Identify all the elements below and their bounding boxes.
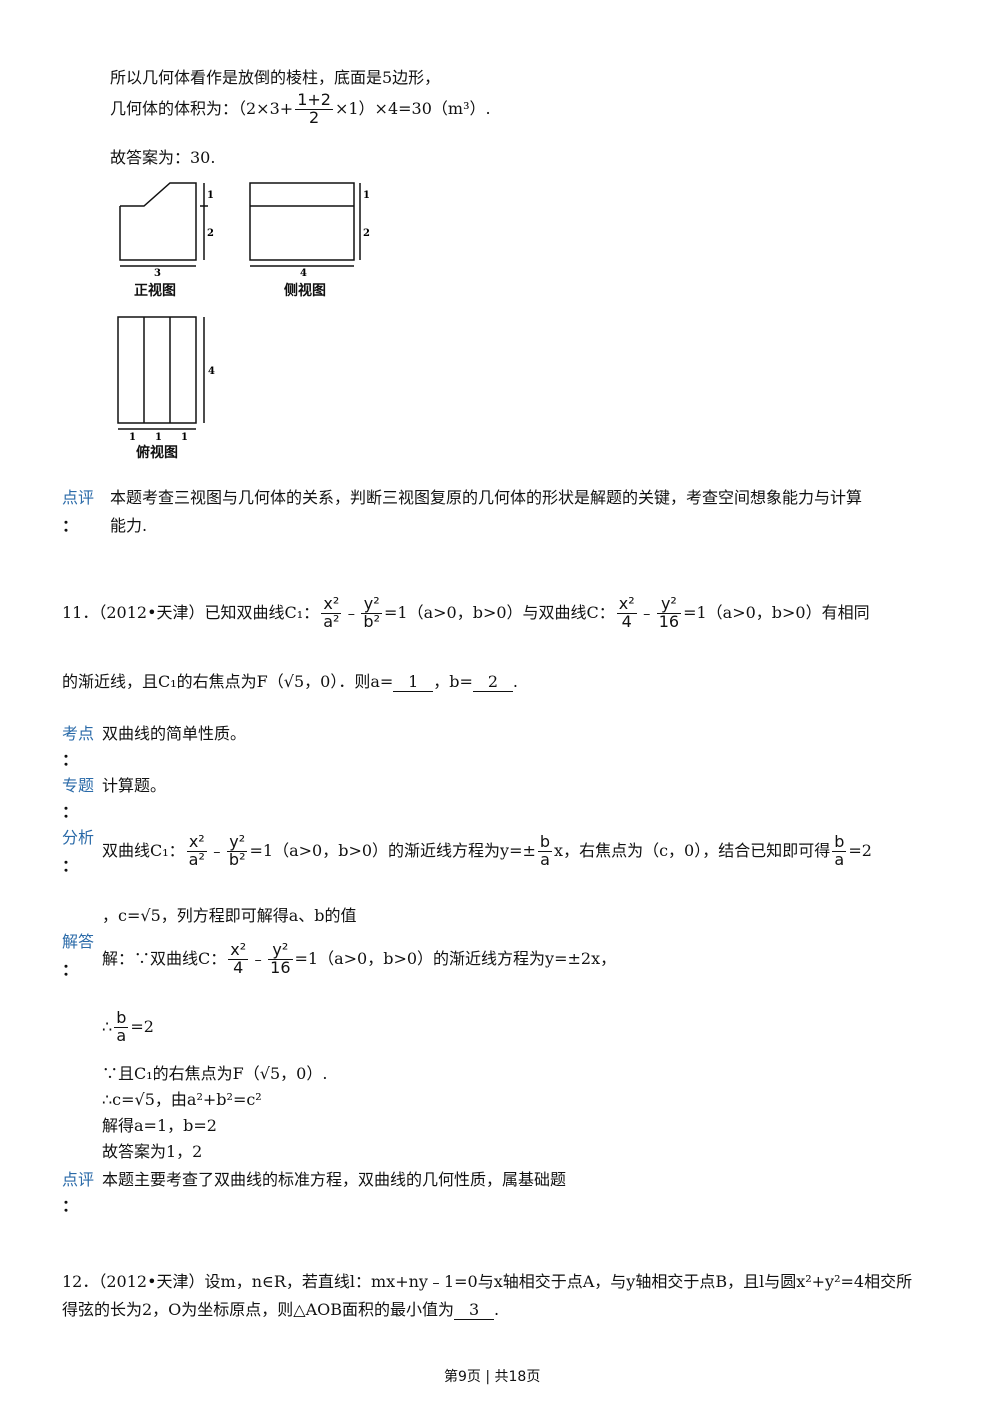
top-view-diagram: 4 1 1 1: [117, 316, 215, 443]
side-h1-label: 1: [363, 190, 370, 201]
kaodian-label: 考点: [62, 724, 95, 743]
top-w2-label: 1: [155, 432, 162, 443]
front-view-shape: [119, 182, 197, 261]
kaodian-colon: ：: [62, 750, 79, 769]
front-view-caption: 正视图: [134, 283, 176, 299]
jieda-step4: 解得a=1，b=2: [102, 1116, 217, 1135]
kaodian-text: 双曲线的简单性质。: [102, 724, 247, 743]
side-h2-label: 2: [363, 228, 370, 239]
line-answer-30: 故答案为：30.: [110, 148, 216, 167]
fenxi-line2: ，c=√5，列方程即可解得a、b的值: [102, 906, 357, 925]
jieda-label: 解答: [62, 932, 95, 951]
review-colon: ：: [62, 516, 79, 535]
side-view-shape: [249, 182, 355, 261]
zhuanti-colon: ：: [62, 802, 79, 821]
jieda-step3: ∴c=√5，由a²+b²=c²: [102, 1090, 262, 1109]
side-width-label: 4: [300, 268, 307, 279]
jieda-colon: ：: [62, 960, 79, 979]
fenxi-colon: ：: [62, 856, 79, 875]
q11-line2: 的渐近线，且C₁的右焦点为F（√5，0）．则a=1，b=2.: [62, 672, 519, 692]
zhuanti-label: 专题: [62, 776, 95, 795]
review11-text: 本题主要考查了双曲线的标准方程，双曲线的几何性质，属基础题: [102, 1170, 567, 1189]
front-view-diagram: 3 1 2: [119, 182, 214, 279]
top-w1-label: 1: [129, 432, 136, 443]
review11-label: 点评: [62, 1170, 95, 1189]
side-view-diagram: 4 1 2: [249, 182, 370, 279]
jieda-step5: 故答案为1，2: [102, 1142, 203, 1161]
side-view-caption: 侧视图: [284, 283, 326, 299]
review-text-line1: 本题考查三视图与几何体的关系，判断三视图复原的几何体的形状是解题的关键，考查空间…: [110, 488, 863, 507]
review11-colon: ：: [62, 1196, 79, 1215]
top-h-label: 4: [208, 366, 215, 377]
page-footer: 第9页 | 共18页: [444, 1369, 541, 1385]
answer-b: 2: [472, 672, 513, 692]
top-w3-label: 1: [181, 432, 188, 443]
answer-q12: 3: [454, 1300, 495, 1320]
review-text-line2: 能力.: [110, 516, 148, 535]
top-view-shape: [117, 316, 197, 424]
q12-line1: 12．（2012•天津）设m，n∈R，若直线l：mx+ny﹣1=0与x轴相交于点…: [62, 1272, 913, 1291]
answer-a: 1: [393, 672, 434, 692]
zhuanti-text: 计算题。: [102, 776, 167, 795]
front-h2-label: 2: [207, 228, 214, 239]
line-prism: 所以几何体看作是放倒的棱柱，底面是5边形，: [110, 68, 441, 87]
front-h1-label: 1: [207, 190, 214, 201]
fenxi-label: 分析: [62, 828, 95, 847]
review-label: 点评: [62, 488, 95, 507]
top-view-caption: 俯视图: [136, 445, 178, 461]
jieda-step2: ∵且C₁的右焦点为F（√5，0）.: [102, 1064, 328, 1083]
front-width-label: 3: [154, 268, 161, 279]
